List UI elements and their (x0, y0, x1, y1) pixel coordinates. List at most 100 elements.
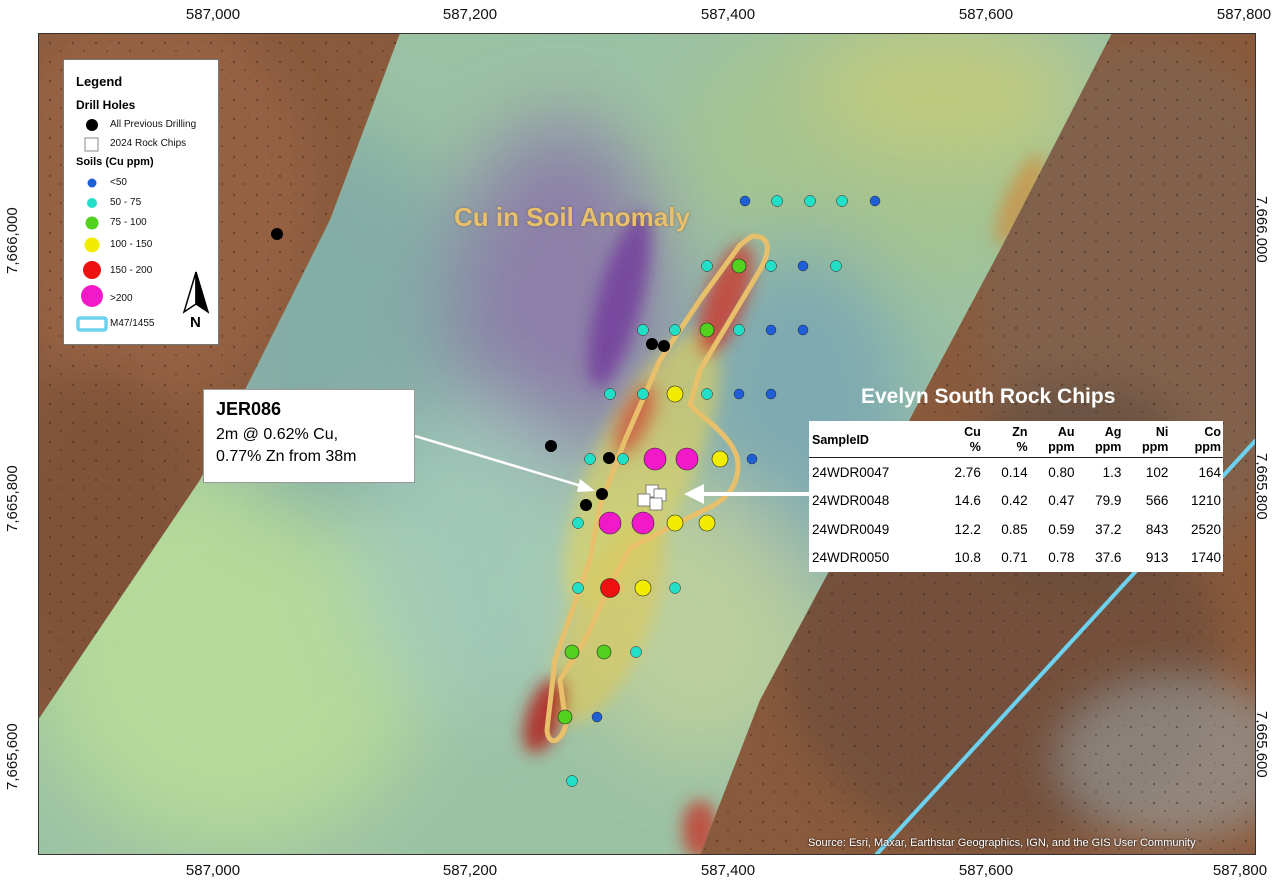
soil-sample[interactable] (630, 646, 642, 658)
soil-sample[interactable] (617, 453, 629, 465)
soil-sample[interactable] (765, 324, 777, 336)
soil-class-symbol (85, 216, 99, 230)
legend-item-label: 2024 Rock Chips (110, 138, 187, 149)
soil-sample[interactable] (765, 388, 777, 400)
soil-class-symbol (87, 178, 97, 188)
soil-sample[interactable] (669, 582, 681, 594)
column-header: Cu% (964, 425, 981, 454)
soil-sample[interactable] (598, 511, 622, 535)
table-cell: 24WDR0049 (812, 521, 890, 537)
table-cell: 566 (1145, 493, 1169, 509)
soils-heading: Soils (Cu ppm) (76, 156, 154, 168)
rock-chip-sample[interactable] (649, 497, 663, 511)
soil-sample[interactable] (643, 447, 667, 471)
drill-hole[interactable] (580, 499, 592, 511)
soil-sample[interactable] (746, 453, 758, 465)
table-cell: 1.3 (1102, 464, 1122, 480)
table-cell: 1210 (1190, 493, 1221, 509)
soil-sample[interactable] (804, 195, 816, 207)
anomaly-outline (544, 233, 770, 744)
soil-sample[interactable] (591, 711, 603, 723)
easting-label: 587,200 (442, 6, 498, 23)
northing-label: 7,666,000 (4, 207, 21, 274)
easting-label: 587,200 (442, 862, 498, 879)
column-header: SampleID (812, 432, 869, 447)
soil-sample[interactable] (572, 582, 584, 594)
soil-sample[interactable] (572, 517, 584, 529)
soil-sample[interactable] (701, 388, 713, 400)
soil-sample[interactable] (675, 447, 699, 471)
northing-label: 7,665,600 (4, 723, 21, 790)
table-cell: 0.71 (1001, 550, 1028, 566)
soil-sample[interactable] (830, 260, 842, 272)
table-row: 24WDR0048 14.6 0.42 0.47 79.9 566 1210 (809, 487, 1223, 515)
easting-label: 587,600 (958, 6, 1014, 23)
rock-chip-symbol (84, 137, 99, 152)
legend-item-label: 150 - 200 (110, 265, 153, 276)
soil-sample[interactable] (836, 195, 848, 207)
soil-class-symbol (87, 198, 97, 208)
north-arrow-icon (182, 271, 210, 314)
soil-sample[interactable] (733, 324, 745, 336)
drill-hole[interactable] (271, 228, 283, 240)
legend-title: Legend (76, 74, 123, 89)
soil-sample[interactable] (739, 195, 751, 207)
soil-sample[interactable] (634, 579, 652, 597)
soil-sample[interactable] (669, 324, 681, 336)
legend-item-label: <50 (110, 177, 127, 188)
soil-sample[interactable] (557, 709, 573, 725)
soil-sample[interactable] (765, 260, 777, 272)
soil-sample[interactable] (584, 453, 596, 465)
soil-sample[interactable] (698, 514, 716, 532)
table-cell: 2520 (1190, 521, 1221, 537)
soil-sample[interactable] (701, 260, 713, 272)
soil-sample[interactable] (666, 385, 684, 403)
easting-label: 587,400 (700, 6, 756, 23)
soil-sample[interactable] (797, 260, 809, 272)
callout-title: JER086 (216, 399, 282, 419)
drill-holes (271, 228, 670, 511)
rock-chip-sample[interactable] (637, 493, 651, 507)
table-cell: 0.80 (1048, 464, 1075, 480)
drill-hole[interactable] (596, 488, 608, 500)
drill-hole[interactable] (646, 338, 658, 350)
rock-chips-title: Evelyn South Rock Chips (861, 385, 1116, 408)
soil-sample[interactable] (699, 322, 715, 338)
table-cell: 0.85 (1001, 521, 1028, 537)
soil-sample[interactable] (771, 195, 783, 207)
legend-item-label: 100 - 150 (110, 239, 153, 250)
legend-item-label: All Previous Drilling (110, 119, 197, 130)
table-cell: 0.14 (1001, 464, 1028, 480)
jer086-callout: JER086 2m @ 0.62% Cu, 0.77% Zn from 38m (203, 389, 415, 483)
table-cell: 0.59 (1048, 521, 1075, 537)
drill-hole[interactable] (658, 340, 670, 352)
soil-sample[interactable] (566, 775, 578, 787)
soil-sample[interactable] (631, 511, 655, 535)
soil-sample[interactable] (666, 514, 684, 532)
soil-sample[interactable] (797, 324, 809, 336)
soil-sample[interactable] (564, 644, 580, 660)
soil-sample[interactable] (604, 388, 616, 400)
soil-sample[interactable] (869, 195, 881, 207)
table-cell: 24WDR0047 (812, 464, 890, 480)
table-cell: 913 (1145, 550, 1169, 566)
soil-sample[interactable] (731, 258, 747, 274)
table-cell: 0.78 (1048, 550, 1075, 566)
soil-sample[interactable] (711, 450, 729, 468)
drill-hole[interactable] (545, 440, 557, 452)
soil-sample[interactable] (637, 388, 649, 400)
soil-sample[interactable] (637, 324, 649, 336)
callout-line: 2m @ 0.62% Cu, (216, 426, 339, 443)
drill-hole[interactable] (603, 452, 615, 464)
table-cell: 79.9 (1095, 493, 1122, 509)
anomaly-label: Cu in Soil Anomaly (454, 202, 690, 232)
soil-sample[interactable] (600, 578, 620, 598)
soil-sample[interactable] (596, 644, 612, 660)
soil-sample[interactable] (733, 388, 745, 400)
table-cell: 164 (1198, 464, 1221, 480)
